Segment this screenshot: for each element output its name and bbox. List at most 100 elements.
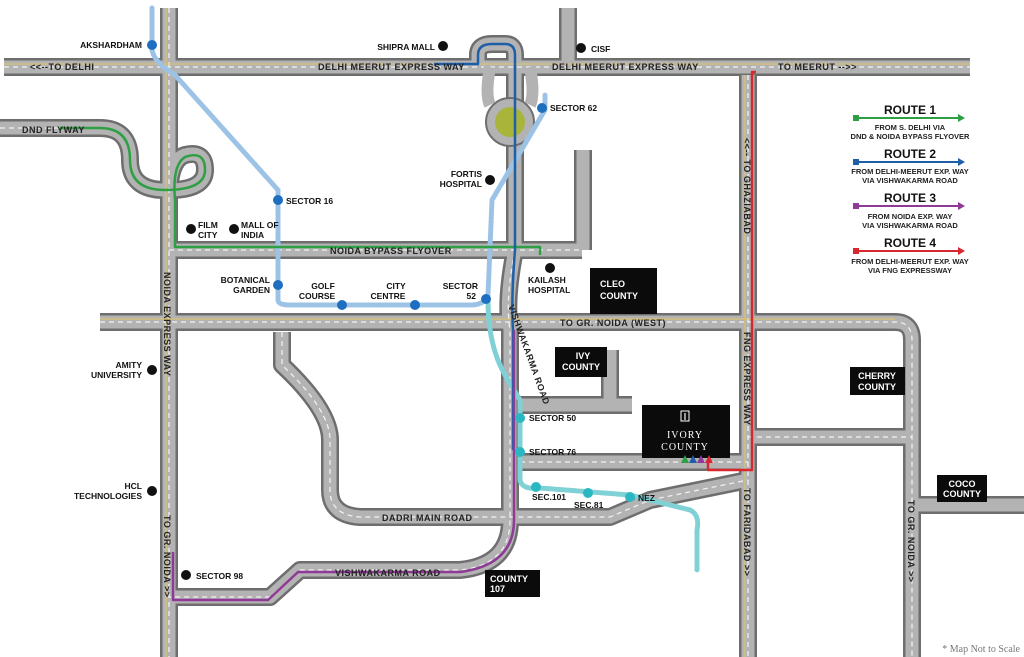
svg-text:<<-- TO GHAZIABAD: <<-- TO GHAZIABAD	[742, 138, 752, 234]
svg-text:GOLF: GOLF	[311, 281, 335, 291]
legend-route-1: ROUTE 1 FROM S. DELHI VIA DND & NOIDA BY…	[851, 103, 970, 141]
county-107-block	[485, 570, 540, 597]
landmark-cisf-dot	[576, 43, 586, 53]
project-blocks: CLEO COUNTY IVY COUNTY CHERRY COUNTY COC…	[485, 268, 987, 597]
svg-text:AMITY: AMITY	[116, 360, 143, 370]
route-2-path	[434, 42, 517, 450]
svg-text:SECTOR 76: SECTOR 76	[529, 447, 576, 457]
svg-text:AKSHARDHAM: AKSHARDHAM	[80, 40, 142, 50]
legend-route-4: ROUTE 4 FROM DELHI-MEERUT EXP. WAY VIA F…	[851, 236, 969, 275]
svg-text:52: 52	[467, 291, 477, 301]
svg-text:CENTRE: CENTRE	[371, 291, 406, 301]
landmark-dots	[147, 41, 586, 580]
station-sector-16	[273, 195, 283, 205]
svg-text:COUNTY: COUNTY	[490, 574, 528, 584]
station-sector-50	[515, 413, 525, 423]
svg-text:FILM: FILM	[198, 220, 218, 230]
station-city-centre	[410, 300, 420, 310]
svg-text:107: 107	[490, 584, 505, 594]
svg-text:COUNTY: COUNTY	[562, 362, 600, 372]
route-paths	[60, 42, 756, 602]
svg-text:SHIPRA MALL: SHIPRA MALL	[377, 42, 435, 52]
ivory-county-block	[642, 405, 730, 458]
svg-text:MALL OF: MALL OF	[241, 220, 279, 230]
svg-text:COUNTY: COUNTY	[600, 291, 638, 301]
svg-text:COUNTY: COUNTY	[943, 489, 981, 499]
svg-text:SECTOR 16: SECTOR 16	[286, 196, 333, 206]
svg-text:VIA VISHWAKARMA ROAD: VIA VISHWAKARMA ROAD	[862, 176, 958, 185]
landmark-sector-98-dot	[181, 570, 191, 580]
svg-text:INDIA: INDIA	[241, 230, 264, 240]
svg-text:HOSPITAL: HOSPITAL	[528, 285, 570, 295]
station-nez	[625, 492, 635, 502]
ivy-county-block	[555, 347, 607, 377]
svg-text:FNG EXPRESS WAY: FNG EXPRESS WAY	[742, 332, 752, 426]
svg-text:TECHNOLOGIES: TECHNOLOGIES	[74, 491, 142, 501]
svg-text:CITY: CITY	[386, 281, 406, 291]
station-botanical	[273, 280, 283, 290]
legend-route-2: ROUTE 2 FROM DELHI-MEERUT EXP. WAY VIA V…	[851, 147, 969, 185]
svg-text:CHERRY: CHERRY	[858, 371, 896, 381]
svg-text:IVY: IVY	[576, 351, 591, 361]
svg-text:VISHWAKARMA ROAD: VISHWAKARMA ROAD	[335, 568, 441, 578]
landmark-film-city-dot	[186, 224, 196, 234]
svg-text:SECTOR: SECTOR	[443, 281, 478, 291]
landmark-mall-of-india-dot	[229, 224, 239, 234]
station-golf-course	[337, 300, 347, 310]
route-3-path	[171, 330, 516, 602]
road-labels: <<--TO DELHI DELHI MEERUT EXPRESS WAY DE…	[22, 62, 916, 598]
svg-text:FROM DELHI-MEERUT EXP. WAY: FROM DELHI-MEERUT EXP. WAY	[851, 167, 969, 176]
svg-text:TO MEERUT -->>: TO MEERUT -->>	[778, 62, 857, 72]
metro-stations	[147, 40, 635, 502]
svg-text:ROUTE 3: ROUTE 3	[884, 191, 936, 205]
svg-text:CLEO: CLEO	[600, 279, 625, 289]
svg-text:COUNTY: COUNTY	[661, 442, 709, 453]
route-1-path	[60, 126, 542, 255]
svg-text:HCL: HCL	[125, 481, 142, 491]
svg-text:HOSPITAL: HOSPITAL	[440, 179, 482, 189]
svg-text:ROUTE 1: ROUTE 1	[884, 103, 936, 117]
svg-text:SEC.81: SEC.81	[574, 500, 604, 510]
svg-text:TO GR. NOIDA >>: TO GR. NOIDA >>	[162, 515, 172, 598]
svg-text:NEZ: NEZ	[638, 493, 655, 503]
route-4-path	[706, 70, 756, 472]
svg-text:CISF: CISF	[591, 44, 610, 54]
svg-text:COURSE: COURSE	[299, 291, 336, 301]
roundabout-center	[495, 107, 525, 137]
svg-text:ROUTE 2: ROUTE 2	[884, 147, 936, 161]
station-sec-81	[583, 488, 593, 498]
svg-text:TO GR. NOIDA (WEST): TO GR. NOIDA (WEST)	[560, 318, 666, 328]
station-sector-52	[481, 294, 491, 304]
svg-text:DND FLYWAY: DND FLYWAY	[22, 125, 85, 135]
svg-text:SECTOR 98: SECTOR 98	[196, 571, 243, 581]
svg-text:BOTANICAL: BOTANICAL	[221, 275, 270, 285]
landmark-amity-dot	[147, 365, 157, 375]
svg-text:DELHI MEERUT EXPRESS WAY: DELHI MEERUT EXPRESS WAY	[552, 62, 699, 72]
station-sec-101	[531, 482, 541, 492]
svg-text:<<--TO DELHI: <<--TO DELHI	[30, 62, 94, 72]
ivory-county-logo	[680, 410, 690, 422]
svg-text:COCO: COCO	[949, 479, 976, 489]
svg-text:UNIVERSITY: UNIVERSITY	[91, 370, 142, 380]
svg-text:COUNTY: COUNTY	[858, 382, 896, 392]
svg-text:DND & NOIDA BYPASS FLYOVER: DND & NOIDA BYPASS FLYOVER	[851, 132, 970, 141]
svg-text:CITY: CITY	[198, 230, 218, 240]
svg-text:IVORY: IVORY	[667, 430, 703, 441]
svg-text:DADRI MAIN ROAD: DADRI MAIN ROAD	[382, 513, 473, 523]
ivory-arrival-markers	[681, 455, 713, 463]
coco-county-block	[937, 475, 987, 502]
landmark-shipra-mall-dot	[438, 41, 448, 51]
landmark-hcl-dot	[147, 486, 157, 496]
station-sector-76	[515, 447, 525, 457]
svg-text:VIA VISHWAKARMA ROAD: VIA VISHWAKARMA ROAD	[862, 221, 958, 230]
station-akshardham	[147, 40, 157, 50]
svg-text:FORTIS: FORTIS	[451, 169, 482, 179]
svg-text:TO GR. NOIDA >>: TO GR. NOIDA >>	[906, 500, 916, 583]
svg-text:TO FARIDABAD >>: TO FARIDABAD >>	[742, 488, 752, 576]
svg-text:SECTOR 50: SECTOR 50	[529, 413, 576, 423]
scale-note: * Map Not to Scale	[942, 644, 1020, 655]
landmark-kailash-dot	[545, 263, 555, 273]
svg-text:FROM DELHI-MEERUT EXP. WAY: FROM DELHI-MEERUT EXP. WAY	[851, 257, 969, 266]
place-labels: AKSHARDHAM SHIPRA MALL CISF SECTOR 62 FO…	[74, 40, 655, 581]
